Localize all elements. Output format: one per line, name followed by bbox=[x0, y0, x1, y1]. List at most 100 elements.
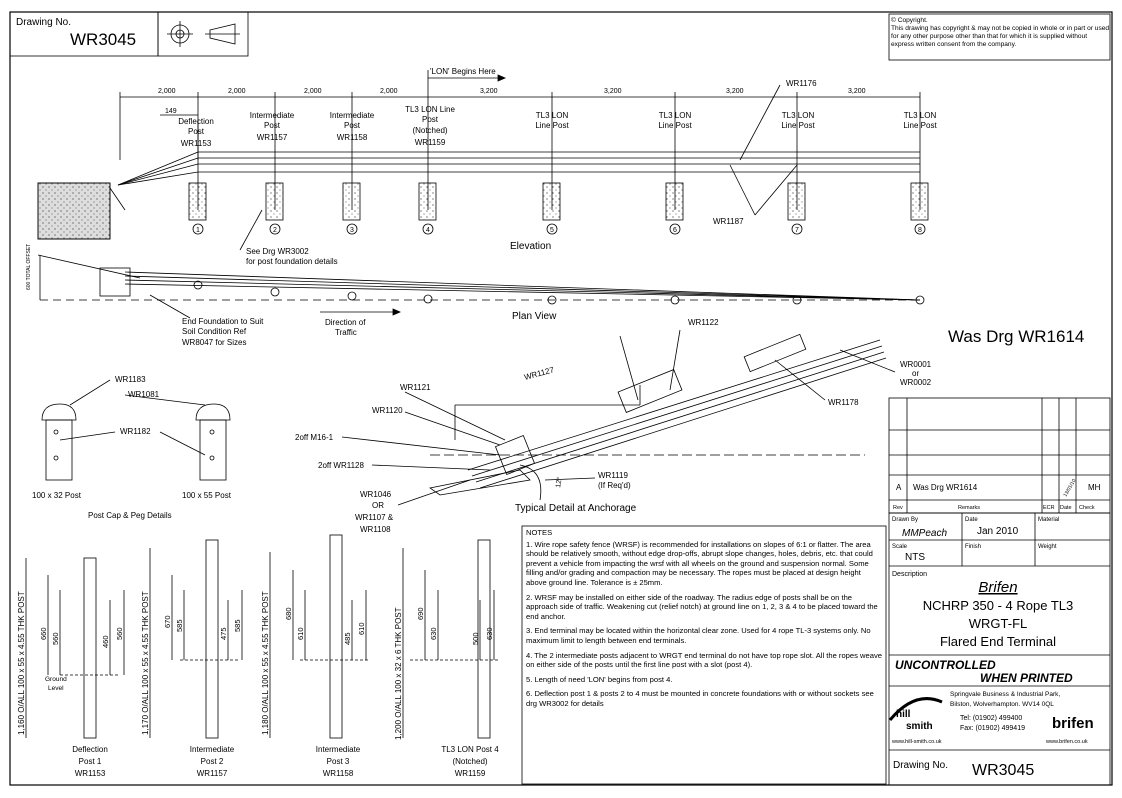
wr1081-label: WR1081 bbox=[128, 390, 160, 399]
post1-code-detail: WR1153 bbox=[75, 769, 106, 778]
post2-dim-b: 585 bbox=[175, 619, 184, 632]
web-brifen: www.brifen.co.uk bbox=[1045, 739, 1088, 745]
post-num-7: 7 bbox=[795, 227, 799, 234]
m16-label: 2off M16-1 bbox=[295, 433, 334, 442]
post4-code-detail: WR1159 bbox=[455, 769, 486, 778]
drawing-no-label: Drawing No. bbox=[16, 17, 71, 28]
wr0002-label: WR0002 bbox=[900, 378, 932, 387]
post6-label2: Line Post bbox=[658, 121, 692, 130]
post1-label2: Post bbox=[188, 127, 205, 136]
notes-panel: NOTES 1. Wire rope safety fence (WRSF) i… bbox=[522, 526, 882, 782]
post1-dim-c: 460 bbox=[101, 635, 110, 648]
uncontrolled-2: WHEN PRINTED bbox=[980, 671, 1073, 685]
post5-label2: Line Post bbox=[535, 121, 569, 130]
elevation-post-labels: Deflection Post WR1153 Intermediate Post… bbox=[178, 105, 937, 148]
material-label: Material bbox=[1038, 517, 1059, 523]
post3-title: Intermediate bbox=[316, 745, 361, 754]
web-hillsmith: www.hill-smith.co.uk bbox=[891, 739, 942, 745]
fax: Fax: (01902) 499419 bbox=[960, 725, 1025, 732]
wr1121-label: WR1121 bbox=[400, 383, 431, 392]
brifen-logo: brifen bbox=[1052, 715, 1094, 732]
wr1108-label: WR1108 bbox=[360, 525, 391, 534]
post4-code: WR1159 bbox=[415, 138, 446, 147]
end-foundation-3: WR8047 for Sizes bbox=[182, 338, 246, 347]
drawing-no-value: WR3045 bbox=[70, 30, 136, 49]
post3-dim-c: 485 bbox=[343, 632, 352, 645]
scale-value: NTS bbox=[905, 552, 925, 563]
wr1046-label: WR1046 bbox=[360, 490, 392, 499]
note-2: 2. WRSF may be installed on either side … bbox=[526, 592, 878, 621]
dim-4: 2,000 bbox=[380, 88, 398, 95]
post-num-4: 4 bbox=[426, 227, 430, 234]
desc-line-1: NCHRP 350 - 4 Rope TL3 bbox=[923, 598, 1074, 613]
direction-label-1: Direction of bbox=[325, 318, 366, 327]
post1-dim-d: 560 bbox=[115, 627, 124, 640]
wr1120-label: WR1120 bbox=[372, 406, 403, 415]
end-foundation-1: End Foundation to Suit bbox=[182, 317, 264, 326]
description-label: Description bbox=[892, 571, 927, 578]
hdr-rev: Rev bbox=[893, 505, 903, 511]
copyright-text: This drawing has copyright & may not be … bbox=[891, 25, 1110, 48]
post3-label2: Post bbox=[344, 121, 361, 130]
post2-label2: Post bbox=[264, 121, 281, 130]
wr1182-label: WR1182 bbox=[120, 427, 151, 436]
post6-label: TL3 LON bbox=[659, 111, 692, 120]
post2-overall: 1,170 O/ALL 100 x 55 x 4.55 THK POST bbox=[141, 591, 150, 735]
post4-dim-a: 690 bbox=[416, 607, 425, 620]
or-label: OR bbox=[372, 501, 384, 510]
ground-level-label: Level bbox=[48, 685, 64, 692]
rev-check: MH bbox=[1088, 483, 1101, 492]
direction-label-2: Traffic bbox=[335, 328, 357, 337]
elevation-posts bbox=[188, 120, 929, 235]
wr0001-label: WR0001 bbox=[900, 360, 932, 369]
post-num-3: 3 bbox=[350, 227, 354, 234]
anchorage-title: Typical Detail at Anchorage bbox=[515, 503, 637, 514]
post2-dim-c: 475 bbox=[219, 627, 228, 640]
dim-1: 2,000 bbox=[158, 88, 176, 95]
post3-overall: 1,180 O/ALL 100 x 55 x 4.55 THK POST bbox=[261, 591, 270, 735]
dim-6: 3,200 bbox=[604, 88, 622, 95]
wr1127-label: WR1127 bbox=[523, 365, 555, 382]
post3-dim-a: 680 bbox=[284, 607, 293, 620]
post4-label2: Post bbox=[422, 115, 439, 124]
date-value: Jan 2010 bbox=[977, 526, 1019, 537]
post-cap-details bbox=[41, 379, 231, 481]
end-anchor-block bbox=[37, 182, 126, 240]
post4-label: TL3 LON Line bbox=[405, 105, 455, 114]
drawn-by-value: MMPeach bbox=[902, 528, 947, 539]
tb-drawing-no-label: Drawing No. bbox=[893, 760, 948, 771]
post4-dim-d: 630 bbox=[485, 627, 494, 640]
post1-dim-b: 560 bbox=[51, 632, 60, 645]
hdr-ecr: ECR bbox=[1043, 505, 1055, 511]
copyright-title: Copyright. bbox=[897, 17, 928, 24]
post3-code-detail: WR1158 bbox=[323, 769, 354, 778]
post3-dim-b: 610 bbox=[296, 627, 305, 640]
hdr-remarks: Remarks bbox=[958, 505, 980, 511]
copyright-icon: © bbox=[891, 17, 896, 24]
dim-3: 2,000 bbox=[304, 88, 322, 95]
note-5: 5. Length of need 'LON' begins from post… bbox=[526, 674, 673, 684]
ground-label: Ground bbox=[45, 676, 67, 683]
elevation-dimensions: 2,000 2,000 2,000 2,000 3,200 3,200 3,20… bbox=[119, 67, 921, 160]
end-foundation-2: Soil Condition Ref bbox=[182, 327, 247, 336]
dim-2: 2,000 bbox=[228, 88, 246, 95]
post2-title: Intermediate bbox=[190, 745, 235, 754]
post4-overall: 1,200 O/ALL 100 x 32 x 6 THK POST bbox=[394, 607, 403, 740]
post3-label: Intermediate bbox=[330, 111, 375, 120]
post7-label2: Line Post bbox=[781, 121, 815, 130]
post4-sub: (Notched) bbox=[452, 757, 487, 766]
copyright-notice: © Copyright. This drawing has copyright … bbox=[891, 17, 1111, 49]
drawn-by-label: Drawn By bbox=[892, 517, 918, 523]
post-b-label: 100 x 55 Post bbox=[182, 491, 232, 500]
was-drg-label: Was Drg WR1614 bbox=[948, 327, 1084, 346]
post-num-2: 2 bbox=[273, 227, 277, 234]
hdr-check: Check bbox=[1079, 505, 1095, 511]
post3-code: WR1158 bbox=[337, 133, 368, 142]
post1-code: WR1153 bbox=[181, 139, 212, 148]
post-numbers: 1 2 3 4 5 6 7 8 bbox=[196, 227, 922, 234]
dim-7: 3,200 bbox=[726, 88, 744, 95]
wr1183-label: WR1183 bbox=[115, 375, 146, 384]
or2-label: or bbox=[912, 369, 919, 378]
copyright-box bbox=[888, 13, 1111, 61]
wr1187-label: WR1187 bbox=[713, 217, 744, 226]
